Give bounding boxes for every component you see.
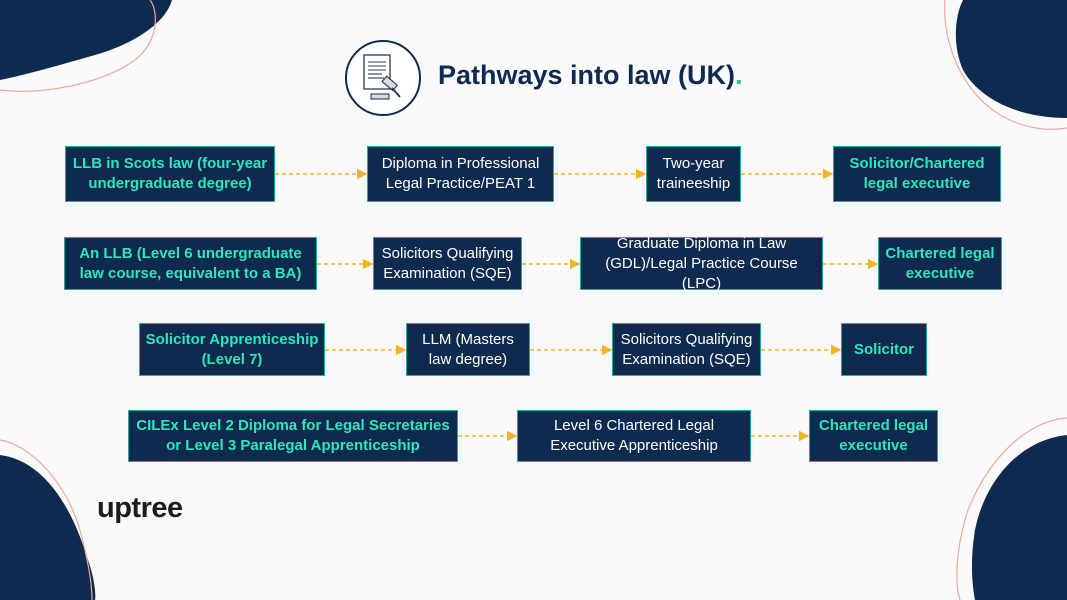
legal-document-gavel-icon [345, 40, 421, 116]
blob-top-right [955, 0, 1067, 118]
step-label: LLM (Masters law degree) [422, 330, 514, 368]
pathway-2-step-4: Chartered legal executive [878, 237, 1002, 290]
pathway-3-step-3: Solicitors Qualifying Examination (SQE) [612, 323, 761, 376]
step-label: Two-year traineeship [656, 155, 731, 192]
pathway-1-step-3: Two-year traineeship [646, 146, 741, 202]
blob-outline-bottom-left [0, 439, 93, 600]
pathway-1-step-2: Diploma in Professional Legal Practice/P… [367, 146, 554, 202]
title-accent-dot: . [735, 60, 743, 90]
blob-top-left [0, 0, 172, 80]
step-label: Chartered legal executive [818, 417, 929, 454]
step-label: Graduate Diploma in Law (GDL)/Legal Prac… [605, 234, 798, 292]
step-label: An LLB (Level 6 undergraduate law course… [79, 244, 302, 282]
blob-outline-bottom-right [956, 417, 1067, 600]
blob-outline-top-left [0, 0, 156, 92]
step-label: CILEx Level 2 Diploma for Legal Secretar… [136, 417, 450, 454]
blob-bottom-left [0, 455, 96, 600]
step-label: Solicitor Apprenticeship (Level 7) [145, 330, 319, 368]
pathway-3-step-4: Solicitor [841, 323, 927, 376]
uptree-logo: uptree [97, 492, 183, 524]
title-text: Pathways into law (UK) [438, 60, 736, 90]
pathway-1-step-1: LLB in Scots law (four-year undergraduat… [65, 146, 275, 202]
blob-bottom-right [971, 435, 1067, 600]
pathway-4-step-1: CILEx Level 2 Diploma for Legal Secretar… [128, 410, 458, 462]
pathway-2-step-2: Solicitors Qualifying Examination (SQE) [373, 237, 522, 290]
pathway-2-step-3: Graduate Diploma in Law (GDL)/Legal Prac… [580, 235, 823, 292]
step-label: LLB in Scots law (four-year undergraduat… [72, 155, 268, 192]
pathway-1-step-4: Solicitor/Chartered legal executive [833, 146, 1001, 202]
blob-outline-top-right [944, 0, 1067, 130]
step-label: Chartered legal executive [885, 244, 995, 282]
pathway-4-step-3: Chartered legal executive [809, 410, 938, 462]
step-label: Solicitor/Chartered legal executive [849, 155, 985, 192]
pathway-3-step-2: LLM (Masters law degree) [406, 323, 530, 376]
page-title: Pathways into law (UK). [438, 60, 743, 91]
step-label: Solicitors Qualifying Examination (SQE) [381, 244, 514, 282]
step-label: Level 6 Chartered Legal Executive Appren… [550, 417, 718, 454]
pathway-4-step-2: Level 6 Chartered Legal Executive Appren… [517, 410, 751, 462]
step-label: Diploma in Professional Legal Practice/P… [381, 155, 540, 192]
pathway-2-step-1: An LLB (Level 6 undergraduate law course… [64, 237, 317, 290]
pathway-3-step-1: Solicitor Apprenticeship (Level 7) [139, 323, 325, 376]
step-label: Solicitor [853, 340, 914, 358]
step-label: Solicitors Qualifying Examination (SQE) [620, 330, 753, 368]
